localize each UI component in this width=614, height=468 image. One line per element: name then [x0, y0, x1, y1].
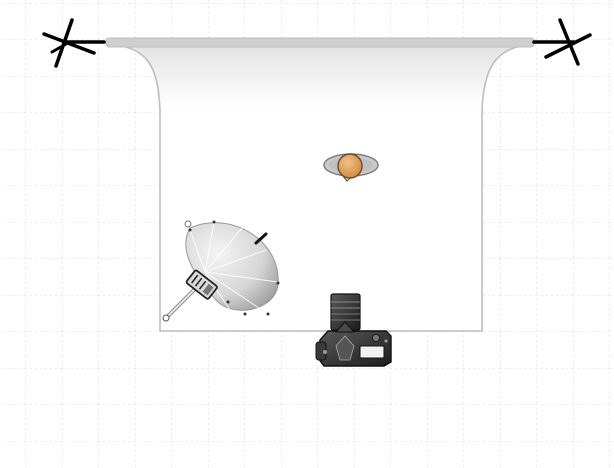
seamless-backdrop: [109, 43, 533, 332]
subject: [323, 153, 379, 182]
camera: [315, 293, 392, 367]
backdrop-roll: [105, 37, 535, 48]
backdrop-stand-left: [42, 18, 106, 68]
backdrop-stand-right: [532, 18, 592, 66]
umbrella-light: [162, 220, 280, 322]
